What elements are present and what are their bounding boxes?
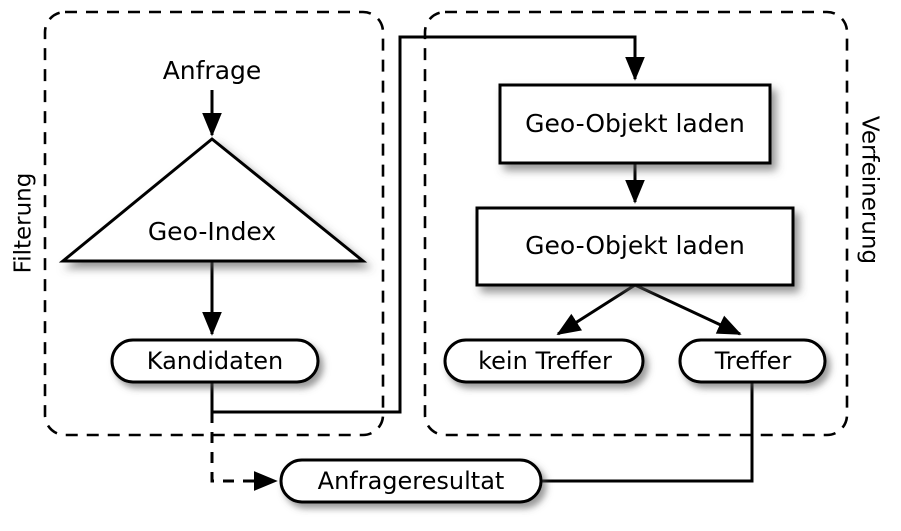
node-geo-objekt-laden-1: Geo-Objekt laden xyxy=(498,83,772,165)
group-verfeinerung: Verfeinerung xyxy=(423,10,883,437)
node-geo-index: Geo-Index xyxy=(58,137,368,263)
node-kandidaten-shape xyxy=(110,338,320,384)
edge-treffer-to-anfrageresultat xyxy=(541,381,754,483)
group-filterung-label: Filterung xyxy=(11,173,37,274)
edge-kandidaten-to-geo-objekt-laden-1 xyxy=(210,35,645,414)
group-filterung: Filterung xyxy=(11,10,385,437)
node-geo-index-shape xyxy=(58,137,368,263)
group-verfeinerung-border xyxy=(423,10,849,437)
node-anfrageresultat-shape xyxy=(279,458,543,504)
node-kandidaten-label: Kandidaten xyxy=(147,347,283,375)
edge-geo-objekt-laden-2-to-kein-treffer xyxy=(556,283,636,336)
node-kein-treffer-shape xyxy=(443,338,645,384)
node-anfrageresultat-label: Anfrageresultat xyxy=(318,467,505,495)
node-anfrageresultat: Anfrageresultat xyxy=(279,458,543,504)
node-anfrage-label: Anfrage xyxy=(163,56,262,85)
edge-geo-objekt-laden-2-to-treffer xyxy=(634,283,742,336)
node-treffer-label: Treffer xyxy=(714,347,792,375)
node-geo-objekt-laden-2-label: Geo-Objekt laden xyxy=(525,231,745,260)
node-treffer: Treffer xyxy=(678,338,827,384)
node-geo-objekt-laden-2: Geo-Objekt laden xyxy=(475,206,795,287)
node-kein-treffer: kein Treffer xyxy=(443,338,645,384)
node-treffer-shape xyxy=(678,338,827,384)
edge-kandidaten-to-anfrageresultat xyxy=(210,412,278,491)
group-verfeinerung-label: Verfeinerung xyxy=(857,116,883,264)
group-filterung-border xyxy=(43,10,385,437)
node-geo-objekt-laden-2-shape xyxy=(475,206,795,287)
node-geo-objekt-laden-1-shape xyxy=(498,83,772,165)
node-kein-treffer-label: kein Treffer xyxy=(478,347,612,375)
node-kandidaten: Kandidaten xyxy=(110,338,320,384)
node-geo-index-label: Geo-Index xyxy=(148,217,276,246)
node-geo-objekt-laden-1-label: Geo-Objekt laden xyxy=(525,109,745,138)
